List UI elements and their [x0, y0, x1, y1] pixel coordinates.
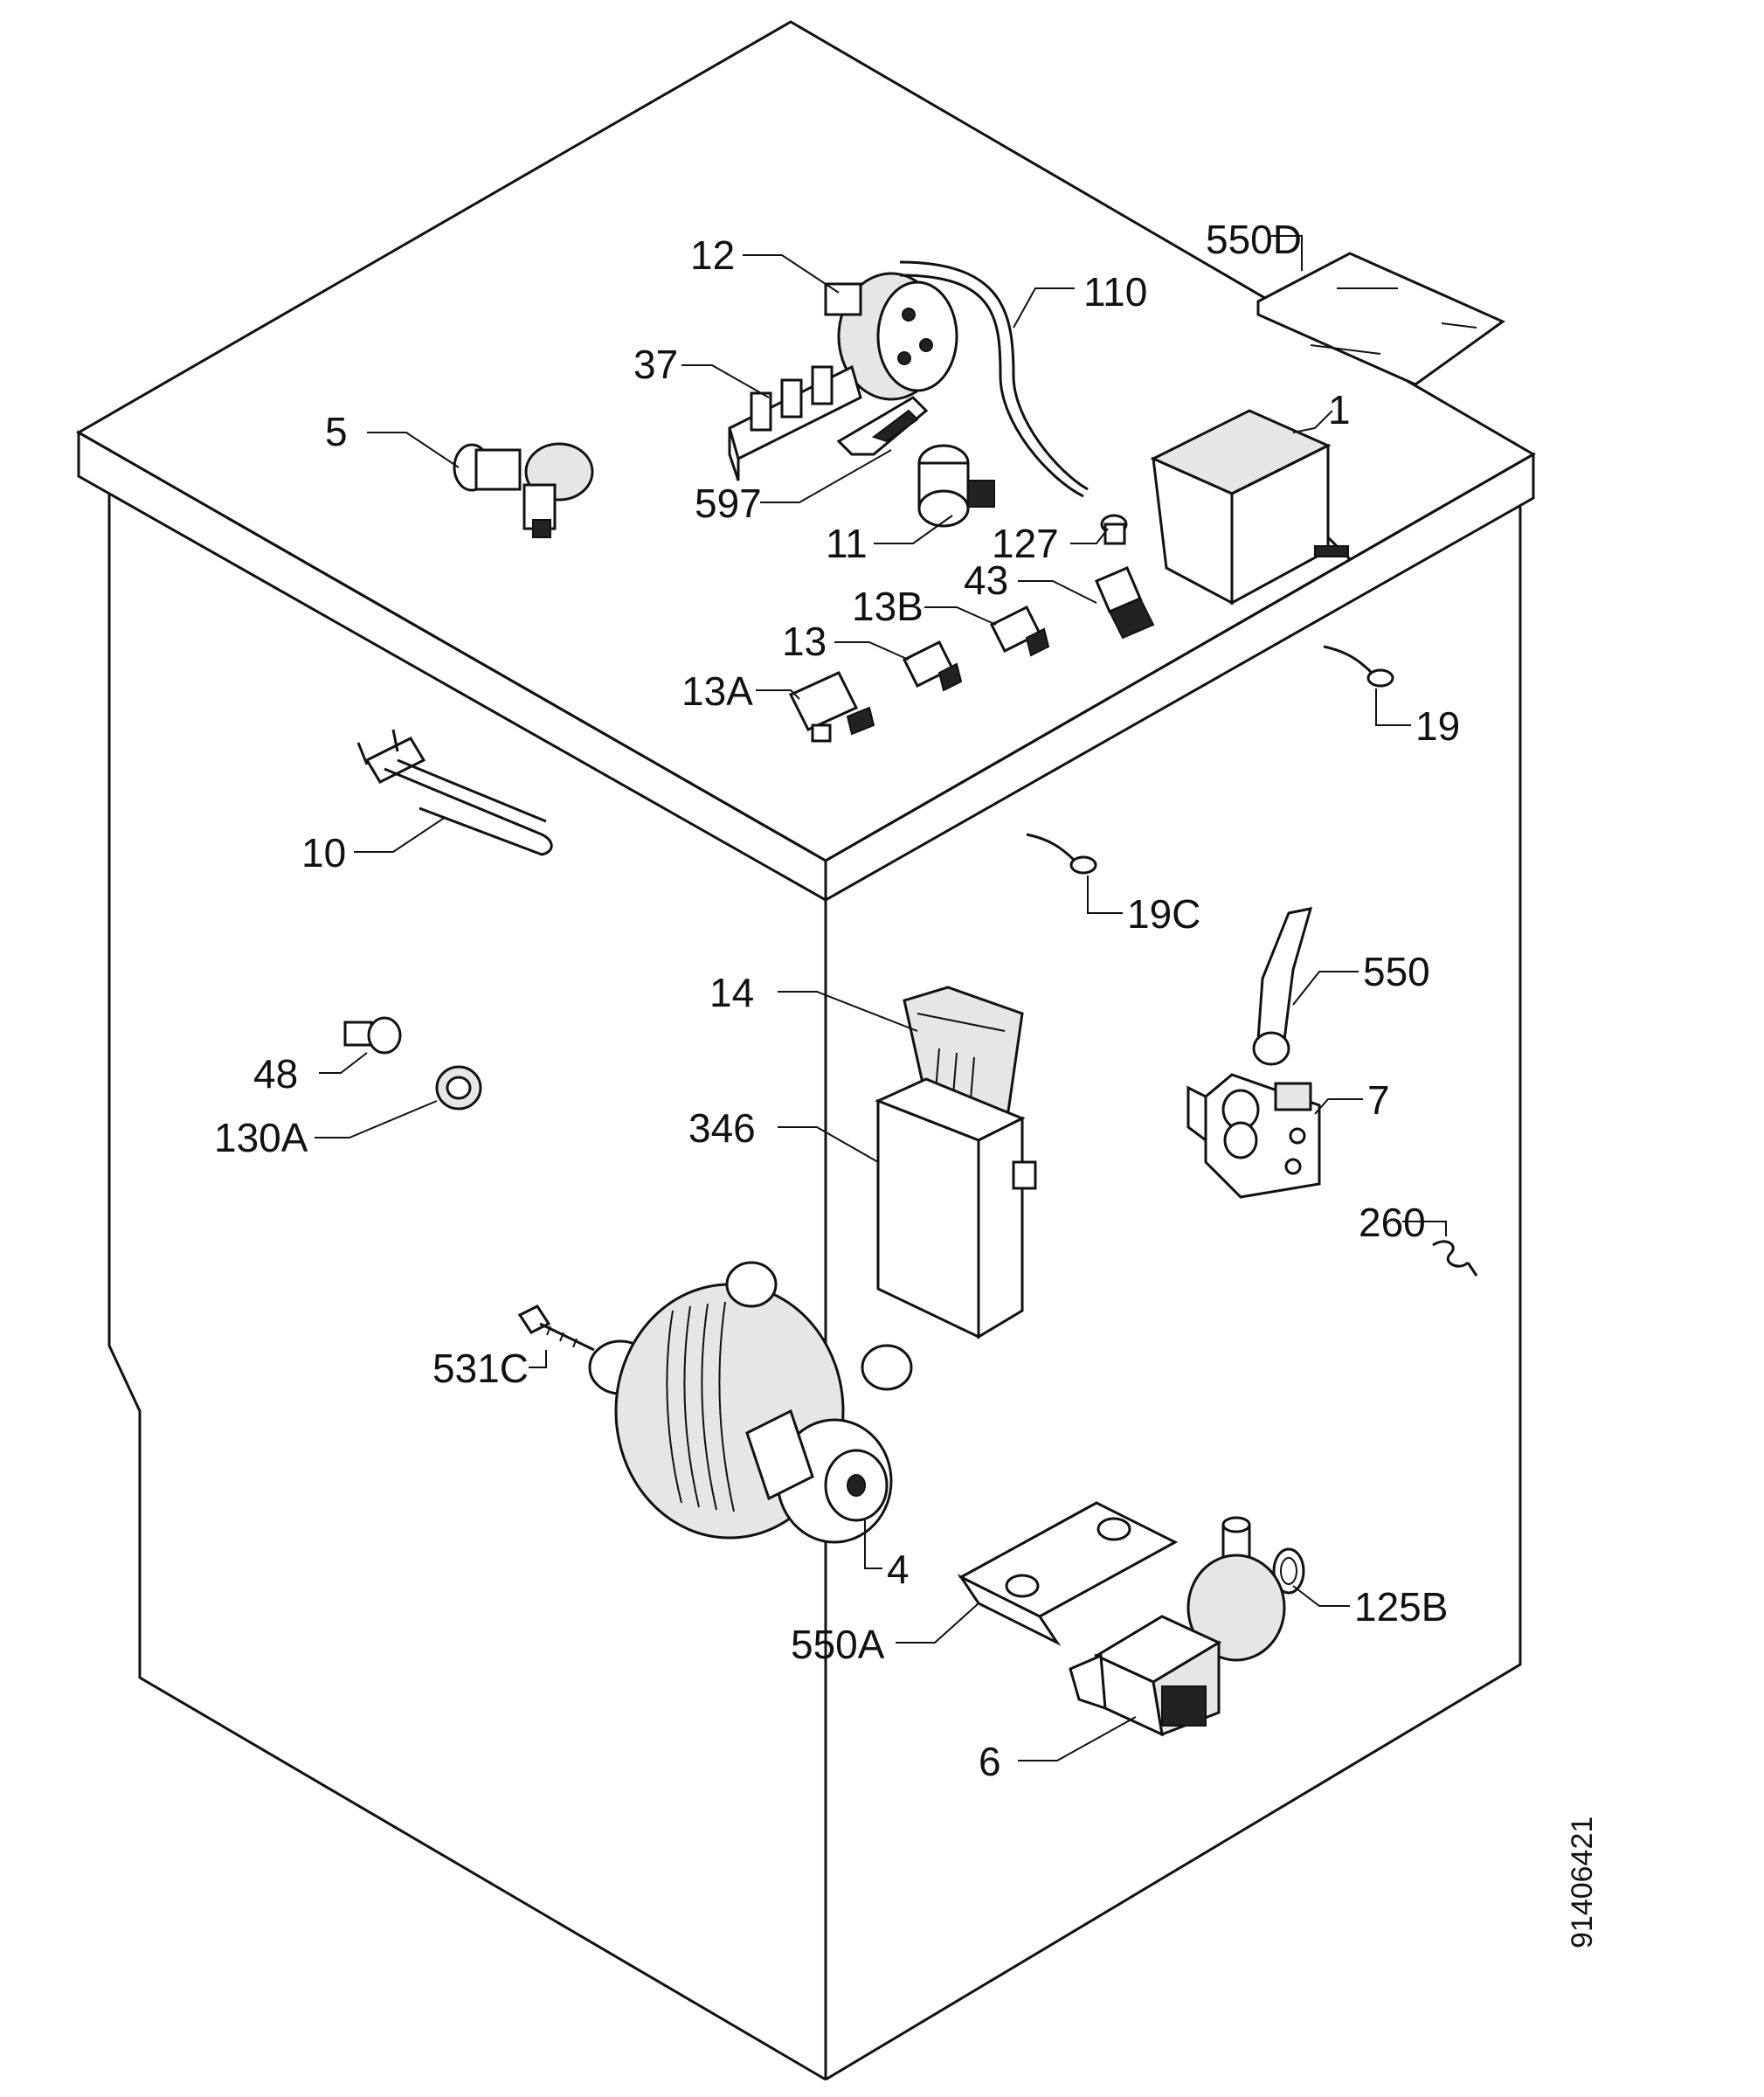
part-13a-connector	[788, 671, 875, 743]
label-14: 14	[709, 970, 754, 1015]
leader-37	[681, 364, 770, 398]
part-13-connector	[902, 640, 963, 692]
leader-130a	[315, 1100, 438, 1138]
leader-531c	[529, 1350, 547, 1368]
label-110: 110	[1083, 269, 1147, 315]
part-11-capacitor	[917, 444, 995, 528]
part-10-heating-element	[356, 729, 553, 856]
leader-10	[354, 816, 446, 853]
part-19c-cable-clip	[1026, 833, 1097, 875]
label-125b: 125B	[1354, 1584, 1448, 1630]
label-531c: 531C	[432, 1346, 529, 1391]
part-260-spring	[1432, 1240, 1478, 1277]
leader-1	[1292, 410, 1333, 433]
leader-7	[1314, 1098, 1363, 1115]
part-125b-seal-ring	[1272, 1547, 1305, 1595]
leader-11	[874, 515, 953, 544]
part-4-motor	[588, 1261, 913, 1544]
part-550d-cover-plate	[1256, 252, 1505, 386]
leader-6	[1018, 1716, 1137, 1761]
label-48: 48	[253, 1051, 298, 1097]
label-12: 12	[690, 232, 735, 278]
label-4: 4	[887, 1547, 910, 1592]
leader-550	[1292, 971, 1359, 1006]
part-13b-connector	[989, 605, 1050, 657]
leader-13b	[924, 606, 997, 626]
label-597: 597	[695, 481, 762, 526]
drawing-number: 91406421	[1566, 1817, 1599, 1948]
part-43-switch	[1095, 566, 1155, 640]
part-597-bracket	[836, 396, 929, 456]
label-130a: 130A	[214, 1115, 308, 1160]
leader-127	[1070, 528, 1109, 544]
leader-48	[319, 1052, 368, 1074]
label-19: 19	[1415, 703, 1460, 749]
part-48-indicator-lamp	[343, 1016, 402, 1055]
leader-110	[1013, 287, 1075, 329]
label-550d: 550D	[1206, 217, 1302, 262]
label-43: 43	[964, 557, 1008, 603]
label-13: 13	[782, 619, 827, 664]
leader-13a	[756, 689, 800, 700]
label-1: 1	[1328, 387, 1351, 433]
label-11: 11	[826, 521, 868, 566]
label-13a: 13A	[681, 668, 753, 714]
part-1-timer	[1150, 409, 1352, 606]
part-531c-bolt	[517, 1305, 595, 1352]
leader-550d	[1271, 235, 1303, 271]
part-37-terminal-block	[728, 364, 862, 481]
label-6: 6	[979, 1739, 1001, 1784]
part-550-door-lever	[1252, 907, 1313, 1066]
part-130a-nut	[435, 1065, 482, 1111]
label-13b: 13B	[852, 584, 924, 629]
leader-43	[1018, 580, 1097, 604]
leader-13	[834, 641, 910, 661]
label-260: 260	[1359, 1200, 1426, 1245]
label-5: 5	[325, 409, 348, 454]
leader-19c	[1087, 875, 1123, 914]
label-550a: 550A	[791, 1622, 885, 1667]
label-10: 10	[301, 830, 346, 875]
part-7-door-interlock	[1186, 1073, 1321, 1199]
leader-125b	[1292, 1585, 1350, 1607]
label-127: 127	[992, 521, 1059, 566]
part-550a-pump-pad	[957, 1501, 1179, 1646]
leader-5	[367, 432, 460, 468]
part-346-dispenser-housing	[875, 1077, 1037, 1339]
part-5-water-valve	[453, 442, 594, 538]
part-6-drain-pump	[1069, 1516, 1286, 1737]
label-37: 37	[633, 342, 678, 387]
part-127-connector	[1100, 514, 1128, 545]
part-12-selector-switch	[824, 272, 958, 401]
label-19c: 19C	[1127, 891, 1200, 937]
leader-12	[743, 254, 840, 294]
leader-14	[778, 991, 918, 1032]
leader-597	[760, 449, 892, 503]
label-7: 7	[1367, 1077, 1390, 1123]
leader-550a	[896, 1602, 979, 1644]
label-346: 346	[688, 1105, 756, 1151]
leader-4	[864, 1520, 882, 1569]
leader-260	[1402, 1221, 1447, 1236]
leader-346	[778, 1126, 879, 1163]
part-110-tube	[899, 260, 1089, 491]
part-19-cable-clip	[1323, 645, 1394, 688]
label-550: 550	[1363, 949, 1430, 994]
leader-19	[1375, 689, 1411, 726]
